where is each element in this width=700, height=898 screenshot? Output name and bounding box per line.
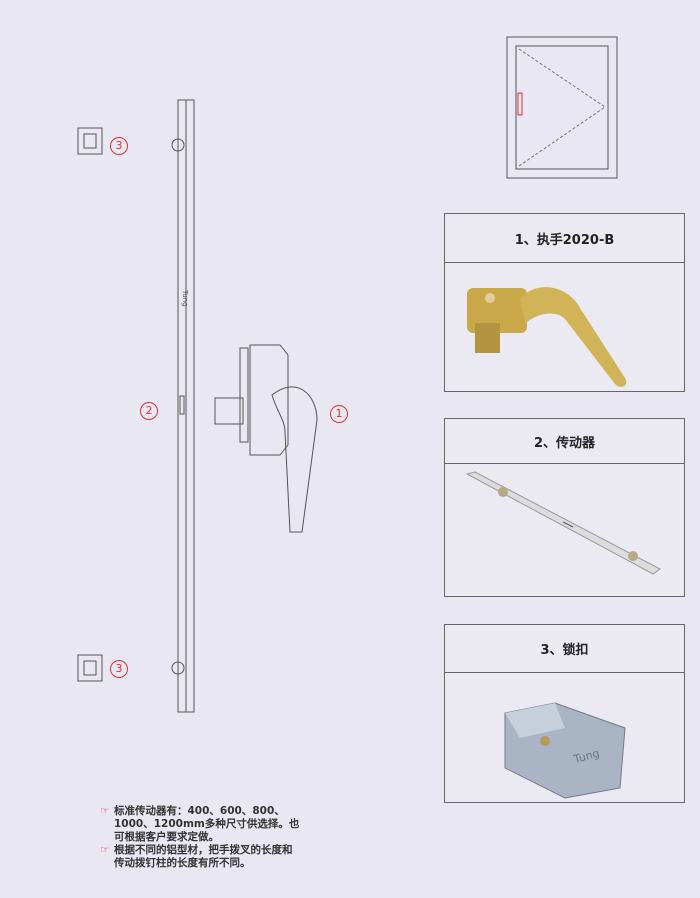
- pointing-hand-icon: ☞: [100, 844, 110, 856]
- pointing-hand-icon: ☞: [100, 805, 110, 817]
- callout-transmission: 2: [140, 402, 158, 420]
- product-card-handle: 1、执手2020-B: [444, 213, 685, 392]
- product-title: 1、执手2020-B: [445, 214, 684, 263]
- product-title: 3、锁扣: [445, 625, 684, 673]
- callout-keeper-top: 3: [110, 137, 128, 155]
- rod-logo: Tung: [181, 289, 189, 307]
- handle-drawing: [214, 344, 318, 533]
- transmission-image: [465, 471, 661, 575]
- product-card-transmission: 2、传动器: [444, 418, 685, 597]
- product-title: 2、传动器: [445, 419, 684, 464]
- window-diagram: [506, 36, 618, 179]
- rod-pin-top: [171, 138, 185, 152]
- note-item: ☞根据不同的铝型材，把手拨叉的长度和传动拨钉柱的长度有所不同。: [100, 844, 293, 869]
- keeper-image: Tung: [504, 702, 626, 799]
- notes: ☞标准传动器有：400、600、800、1000、1200mm多种尺寸供选择。也…: [100, 805, 300, 870]
- hardware-assembly-drawing: Tung: [77, 99, 318, 713]
- window-handle-icon: [517, 92, 523, 116]
- product-card-keeper: 3、锁扣 Tung: [444, 624, 685, 803]
- keeper-bottom-drawing: [77, 654, 103, 682]
- keeper-top-drawing: [77, 127, 103, 155]
- rod-pin-bottom: [171, 661, 185, 675]
- callout-handle: 1: [330, 405, 348, 423]
- note-item: ☞标准传动器有：400、600、800、1000、1200mm多种尺寸供选择。也…: [100, 805, 300, 843]
- callout-keeper-bottom: 3: [110, 660, 128, 678]
- gold-handle-image: [467, 287, 627, 387]
